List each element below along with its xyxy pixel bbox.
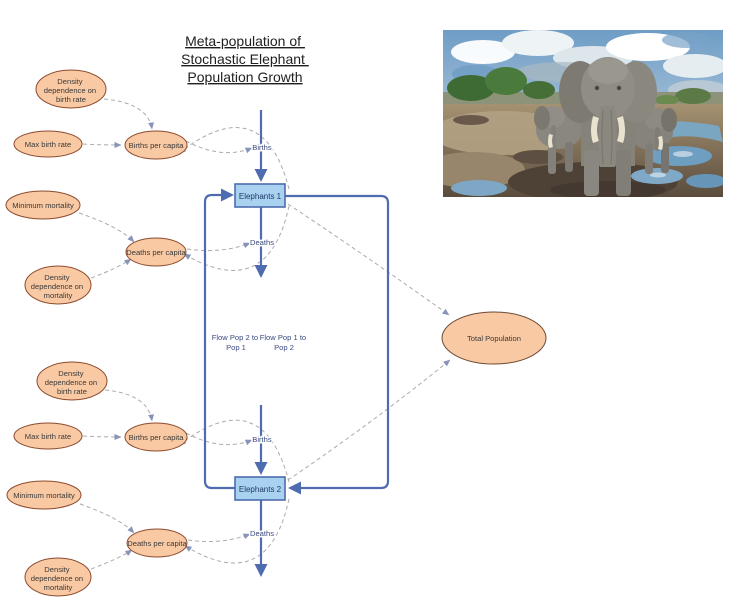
svg-text:Max birth rate: Max birth rate bbox=[25, 140, 71, 149]
svg-text:Deaths per capita: Deaths per capita bbox=[127, 539, 187, 548]
flow-label-pop2-to-pop1[interactable]: Flow Pop 2 to Pop 1 bbox=[210, 332, 261, 354]
connector-elephants1-to-total-population[interactable] bbox=[287, 203, 450, 316]
connector-elephants1-to-bpc1[interactable] bbox=[178, 127, 290, 190]
svg-text:Density dependence on: Density dependence on birth rate bbox=[44, 77, 99, 104]
flow-label-deaths-2[interactable]: Deaths bbox=[248, 528, 275, 540]
connector-max-birth1-to-bpc1[interactable] bbox=[82, 141, 122, 148]
svg-text:Births per capita: Births per capita bbox=[129, 433, 185, 442]
connector-bpc2-to-births2[interactable] bbox=[185, 432, 253, 446]
svg-text:Max birth rate: Max birth rate bbox=[25, 432, 71, 441]
converter-density-dependence-birth-1[interactable]: Density dependence on birth rate bbox=[35, 69, 107, 109]
connector-bpc1-to-births1[interactable] bbox=[185, 140, 253, 154]
svg-text:Density dependence on: Density dependence on birth rate bbox=[45, 369, 100, 396]
converter-minimum-mortality-2[interactable]: Minimum mortality bbox=[6, 480, 82, 510]
connector-max-birth2-to-bpc2[interactable] bbox=[82, 433, 122, 440]
flow-arrowhead-deaths-2 bbox=[254, 564, 268, 577]
stock-elephants-1[interactable]: Elephants 1 bbox=[234, 183, 286, 208]
connector-min-mortality2-to-dpc2[interactable] bbox=[79, 503, 135, 534]
svg-text:Minimum mortality: Minimum mortality bbox=[12, 201, 74, 210]
stock-elephants-2[interactable]: Elephants 2 bbox=[234, 476, 286, 501]
svg-text:Minimum mortality: Minimum mortality bbox=[13, 491, 75, 500]
connector-density-birth2-to-bpc2[interactable] bbox=[104, 389, 155, 422]
converter-max-birth-rate-1[interactable]: Max birth rate bbox=[13, 130, 83, 158]
converter-density-dependence-mortality-2[interactable]: Density dependence on mortality bbox=[24, 557, 92, 597]
flows bbox=[203, 110, 390, 577]
stock-elephants-2-label: Elephants 2 bbox=[239, 485, 282, 494]
flow-pipe-pop1-to-pop2[interactable] bbox=[285, 194, 390, 490]
svg-text:Density dependence on: Density dependence on mortality bbox=[31, 273, 86, 300]
diagram-title: Meta-population of Stochastic Elephant P… bbox=[181, 33, 309, 85]
converter-density-dependence-mortality-1[interactable]: Density dependence on mortality bbox=[24, 265, 92, 305]
svg-text:Births per capita: Births per capita bbox=[129, 141, 185, 150]
svg-text:Total Population: Total Population bbox=[467, 334, 521, 343]
converter-births-per-capita-2[interactable]: Births per capita bbox=[124, 422, 188, 452]
converter-deaths-per-capita-1[interactable]: Deaths per capita bbox=[125, 237, 187, 267]
flow-arrowhead-pop1-to-pop2 bbox=[288, 481, 301, 495]
connector-dpc1-to-deaths1[interactable] bbox=[186, 242, 251, 252]
connector-elephants2-to-dpc2[interactable] bbox=[184, 498, 290, 564]
flow-label-births-1[interactable]: Births bbox=[251, 142, 274, 154]
stock-elephants-1-shape[interactable] bbox=[234, 183, 286, 208]
svg-text:Density dependence on: Density dependence on mortality bbox=[31, 565, 86, 592]
converter-births-per-capita-1[interactable]: Births per capita bbox=[124, 130, 188, 160]
influence-connectors bbox=[78, 98, 451, 570]
converter-minimum-mortality-1[interactable]: Minimum mortality bbox=[5, 190, 81, 220]
connector-elephants1-to-dpc1[interactable] bbox=[183, 205, 290, 271]
converter-deaths-per-capita-2[interactable]: Deaths per capita bbox=[126, 528, 188, 558]
connector-density-birth1-to-bpc1[interactable] bbox=[103, 98, 154, 130]
flow-arrowhead-deaths-1 bbox=[254, 265, 268, 278]
converter-total-population[interactable]: Total Population bbox=[441, 311, 547, 365]
flow-label-pop1-to-pop2[interactable]: Flow Pop 1 to Pop 2 bbox=[258, 332, 309, 354]
flow-label-births-2[interactable]: Births bbox=[251, 434, 274, 446]
svg-text:Deaths per capita: Deaths per capita bbox=[126, 248, 186, 257]
connector-elephants2-to-bpc2[interactable] bbox=[178, 419, 290, 483]
elephant-photo bbox=[443, 30, 723, 197]
connector-min-mortality1-to-dpc1[interactable] bbox=[78, 212, 135, 243]
flow-arrowhead-pop2-to-pop1 bbox=[221, 188, 234, 202]
converter-max-birth-rate-2[interactable]: Max birth rate bbox=[13, 422, 83, 450]
stock-elephants-2-shape[interactable] bbox=[234, 476, 286, 501]
flow-arrowhead-births-2 bbox=[254, 462, 268, 475]
connector-dpc2-to-deaths2[interactable] bbox=[187, 533, 251, 542]
connector-density-mortality1-to-dpc1[interactable] bbox=[90, 258, 132, 279]
connector-density-mortality2-to-dpc2[interactable] bbox=[90, 549, 133, 570]
flow-arrowhead-births-1 bbox=[254, 169, 268, 182]
converter-density-dependence-birth-2[interactable]: Density dependence on birth rate bbox=[36, 361, 108, 401]
flow-label-deaths-1[interactable]: Deaths bbox=[248, 237, 275, 249]
connector-elephants2-to-total-population[interactable] bbox=[287, 359, 451, 481]
flow-pipe-pop2-to-pop1[interactable] bbox=[203, 193, 235, 490]
stock-elephants-1-label: Elephants 1 bbox=[239, 192, 282, 201]
